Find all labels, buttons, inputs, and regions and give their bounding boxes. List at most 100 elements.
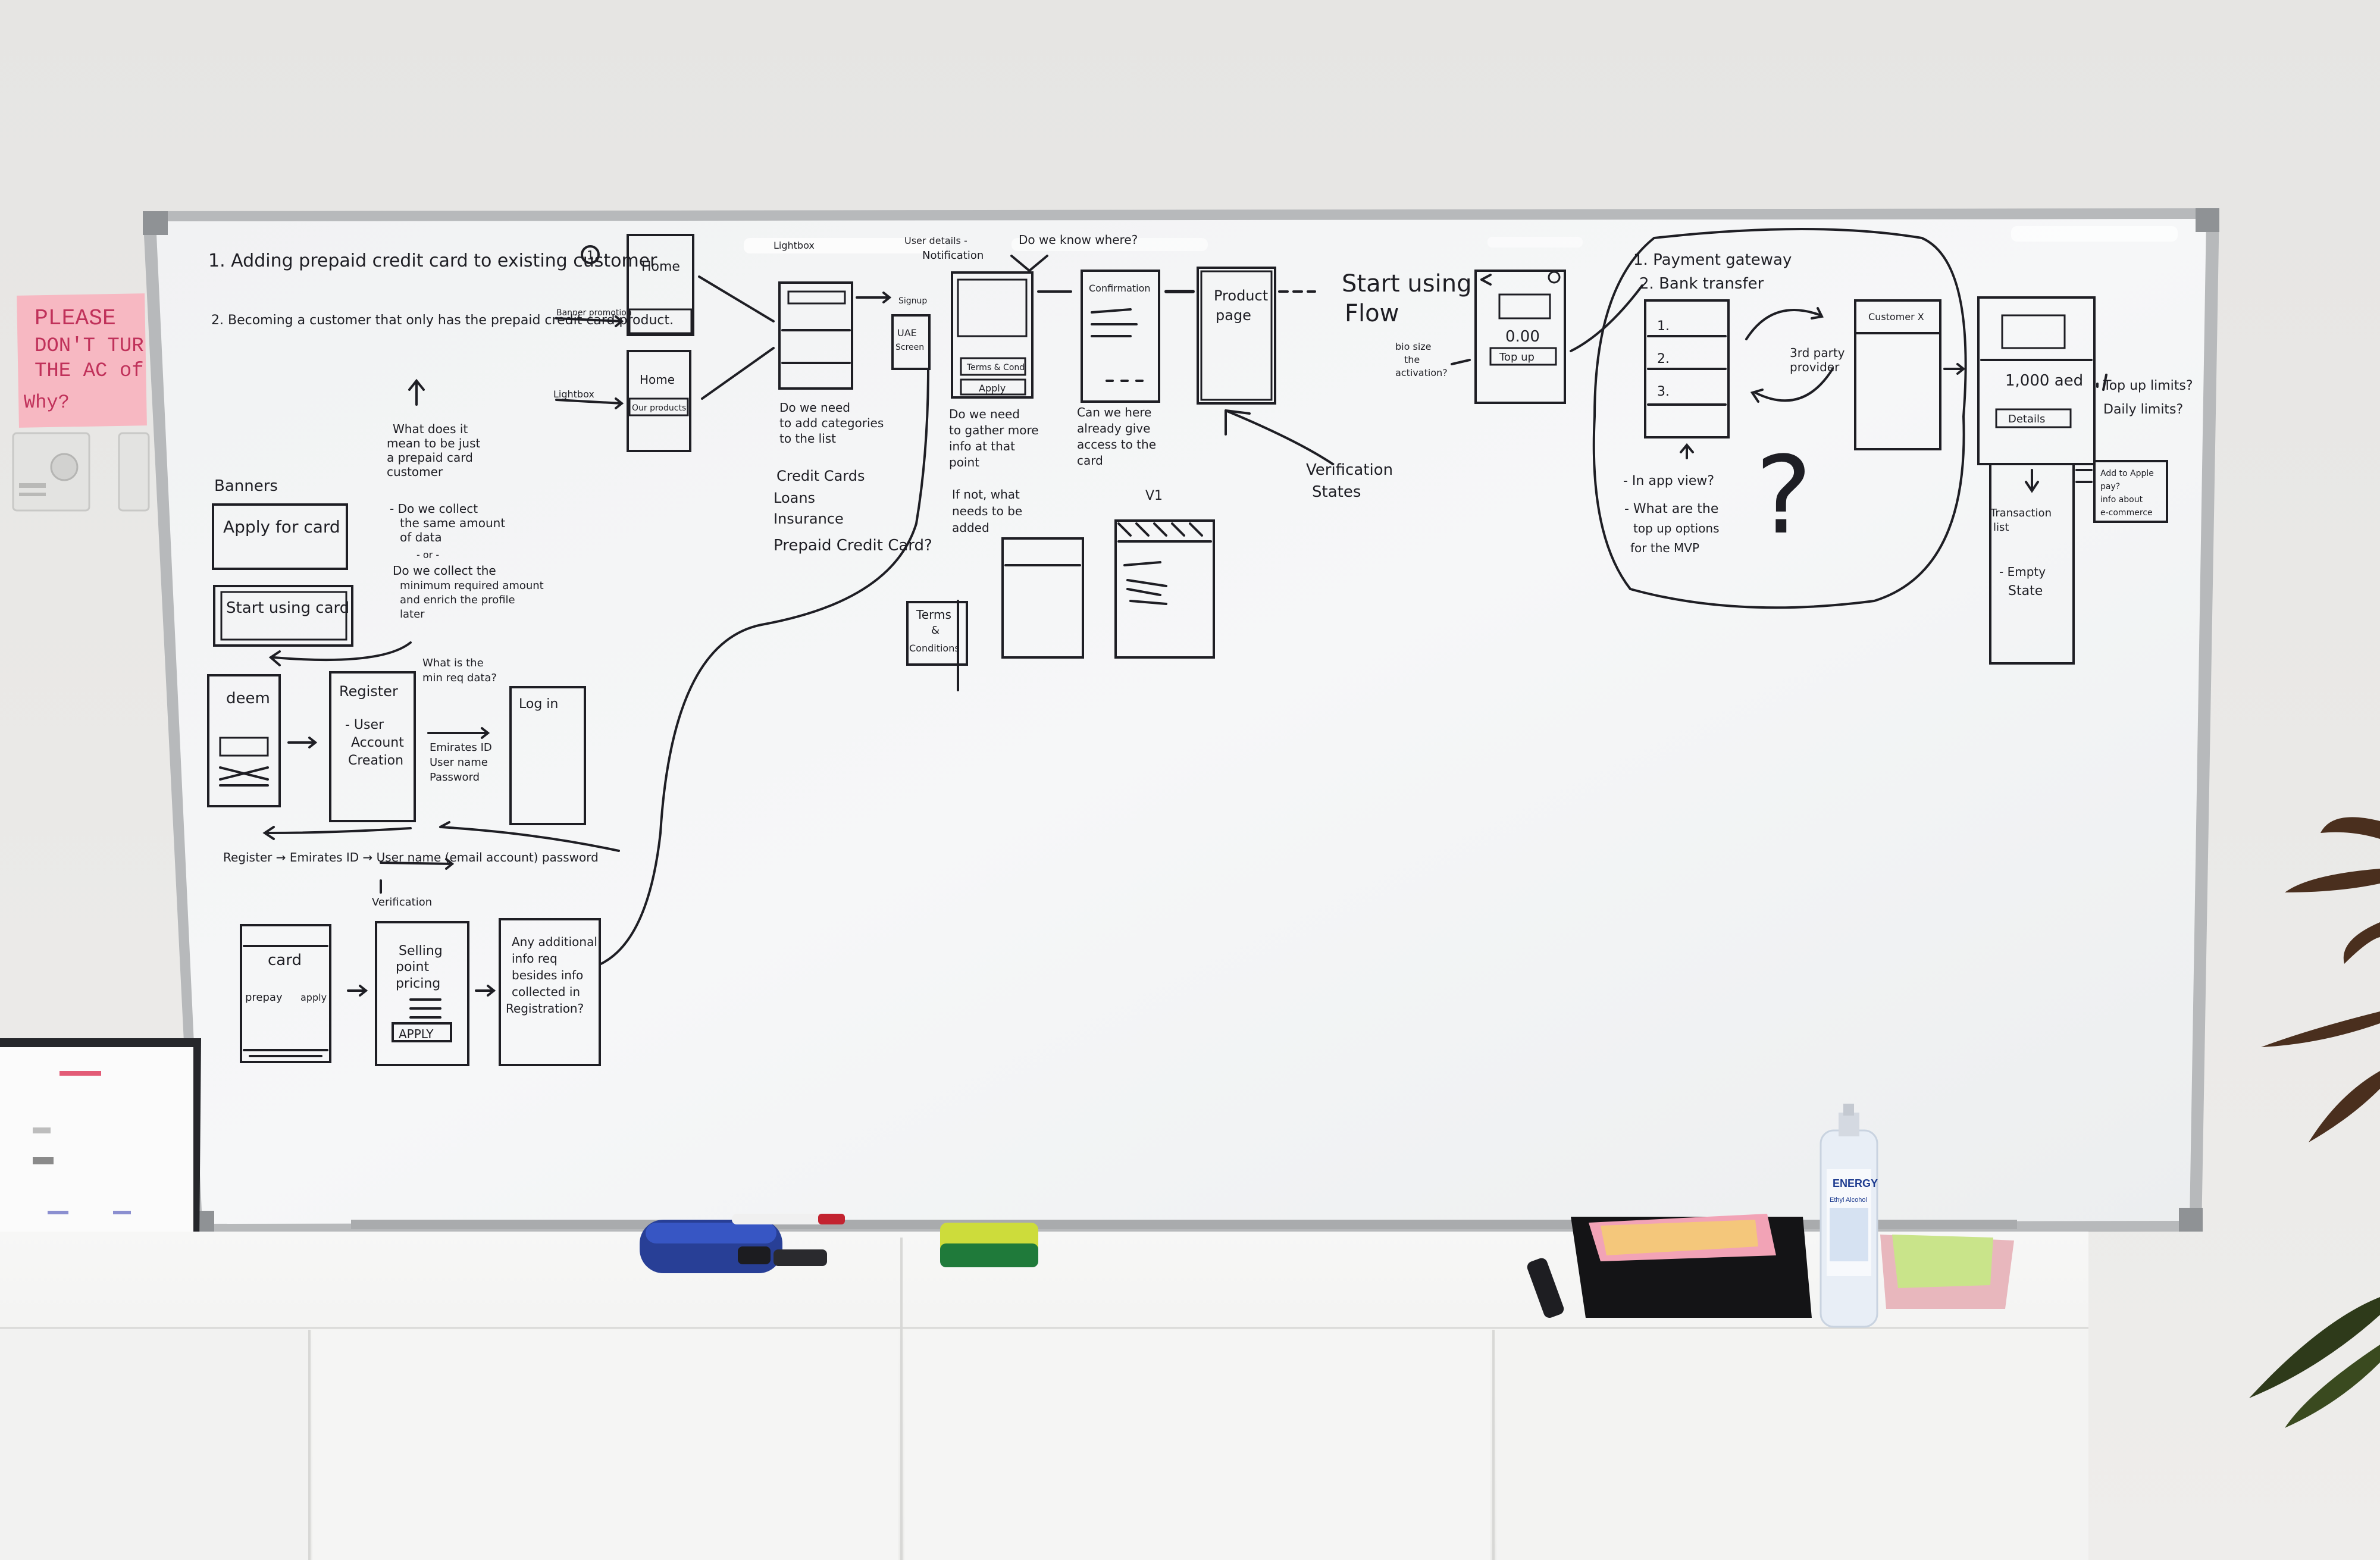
svg-text:Terms & Cond: Terms & Cond [966, 363, 1025, 372]
svg-text:Creation: Creation [348, 753, 403, 768]
balance-value: 1,000 aed [2005, 372, 2083, 390]
svg-text:What does it: What does it [393, 422, 468, 436]
svg-text:Product: Product [1214, 287, 1268, 304]
svg-text:prepay: prepay [245, 991, 283, 1004]
sanitizer-bottle: ENERGY Ethyl Alcohol [1821, 1104, 1878, 1327]
svg-text:Notification: Notification [922, 249, 984, 262]
svg-text:- Do we collect: - Do we collect [390, 502, 478, 516]
svg-text:min req data?: min req data? [422, 672, 497, 684]
svg-text:Registration?: Registration? [506, 1001, 584, 1016]
svg-text:later: later [400, 608, 425, 621]
lightbox-label: Lightbox [553, 389, 594, 400]
svg-text:e-commerce: e-commerce [2100, 508, 2153, 518]
svg-text:pricing: pricing [396, 976, 440, 991]
svg-text:point: point [949, 455, 979, 469]
svg-text:top up options: top up options [1633, 521, 1720, 535]
svg-text:Account: Account [351, 735, 404, 750]
svg-text:State: State [2008, 584, 2043, 599]
svg-text:Terms: Terms [916, 607, 951, 622]
sticky-note: PLEASE DON'T TUR THE AC of Why? [17, 293, 147, 428]
svg-text:card: card [268, 951, 302, 969]
svg-text:activation?: activation? [1395, 367, 1448, 378]
svg-text:Any additional: Any additional [512, 935, 597, 949]
access-question: Can we here [1077, 405, 1151, 419]
svg-text:and enrich the profile: and enrich the profile [400, 594, 515, 606]
svg-text:Conditions: Conditions [909, 643, 960, 654]
banner-promotion-label: Banner promotion [556, 308, 632, 318]
banner-start-label: Start using card [226, 599, 349, 617]
empty-state-label: - Empty [1999, 565, 2046, 579]
svg-text:Screen: Screen [895, 343, 924, 352]
svg-text:point: point [396, 960, 429, 975]
svg-text:Home: Home [641, 259, 680, 274]
svg-text:2.: 2. [1657, 352, 1670, 366]
svg-text:needs to be: needs to be [952, 504, 1022, 518]
svg-text:added: added [952, 521, 989, 535]
svg-text:info about: info about [2100, 495, 2143, 505]
product-list-prepaid: Prepaid Credit Card? [774, 537, 932, 555]
product-list-credit: Credit Cards [776, 468, 865, 484]
bottle-label-1: ENERGY [1833, 1177, 1878, 1189]
svg-text:a prepaid card: a prepaid card [387, 450, 473, 465]
step-one: 1 [587, 248, 594, 262]
svg-text:access to the: access to the [1077, 437, 1156, 452]
svg-text:Flow: Flow [1345, 300, 1399, 327]
svg-text:for the MVP: for the MVP [1630, 541, 1699, 555]
start-using-flow: Start using [1342, 270, 1471, 297]
third-party-label: 3rd party [1790, 346, 1845, 360]
if-not-question: If not, what [952, 487, 1020, 502]
svg-text:apply: apply [300, 992, 327, 1003]
thermostat [13, 433, 149, 510]
lightbox-top: Lightbox [774, 240, 815, 251]
svg-text:User name: User name [430, 756, 488, 769]
svg-text:1.: 1. [1657, 319, 1670, 334]
details-button-label: Details [2008, 413, 2045, 425]
svg-text:Daily limits?: Daily limits? [2103, 402, 2183, 417]
svg-text:- or -: - or - [416, 549, 439, 560]
verification-small: Verification [372, 896, 432, 909]
v1-label: V1 [1145, 488, 1163, 503]
svg-text:APPLY: APPLY [399, 1027, 434, 1041]
svg-text:to gather more: to gather more [949, 423, 1039, 437]
in-app-question: - In app view? [1623, 474, 1714, 488]
where-question: Do we know where? [1019, 233, 1138, 247]
svg-text:Log in: Log in [519, 697, 558, 712]
svg-text:Customer X: Customer X [1868, 311, 1924, 322]
svg-text:deem: deem [226, 690, 270, 707]
product-list-insurance: Insurance [774, 510, 844, 527]
whiteboard [143, 208, 2219, 1235]
svg-text:already give: already give [1077, 421, 1150, 436]
user-details-label: User details - [904, 235, 967, 246]
signup-label: Signup [898, 296, 927, 306]
svg-text:States: States [1312, 483, 1361, 501]
limits-question: Top up limits? [2103, 378, 2193, 393]
gather-question: Do we need [949, 407, 1020, 421]
svg-text:to the list: to the list [779, 431, 836, 446]
svg-text:to add categories: to add categories [779, 416, 884, 430]
product-list-loans: Loans [774, 490, 815, 506]
svg-text:info at that: info at that [949, 439, 1015, 453]
svg-text:3.: 3. [1657, 384, 1670, 399]
svg-text:- What are the: - What are the [1624, 502, 1718, 516]
svg-text:Add to Apple: Add to Apple [2100, 469, 2154, 478]
svg-text:page: page [1216, 307, 1251, 324]
svg-text:customer: customer [387, 465, 443, 479]
svg-text:the: the [1404, 354, 1420, 365]
svg-text:mean to be just: mean to be just [387, 436, 481, 450]
svg-text:besides info: besides info [512, 968, 583, 982]
svg-text:collected in: collected in [512, 985, 580, 999]
verification-states: Verification [1306, 461, 1393, 479]
wire-emirates-id: Emirates ID [430, 741, 492, 754]
categories-question: Do we need [779, 400, 850, 415]
amount-value: 0.00 [1505, 328, 1540, 346]
svg-text:Do we collect the: Do we collect the [393, 563, 496, 578]
svg-text:&: & [931, 624, 940, 637]
svg-text:Transaction: Transaction [1990, 507, 2052, 519]
payment-option-2: 2. Bank transfer [1639, 275, 1764, 293]
svg-text:minimum required amount: minimum required amount [400, 579, 544, 592]
svg-text:card: card [1077, 453, 1103, 468]
min-req-question: What is the [422, 657, 484, 669]
svg-text:Home: Home [640, 372, 675, 387]
svg-text:Apply: Apply [979, 383, 1006, 394]
